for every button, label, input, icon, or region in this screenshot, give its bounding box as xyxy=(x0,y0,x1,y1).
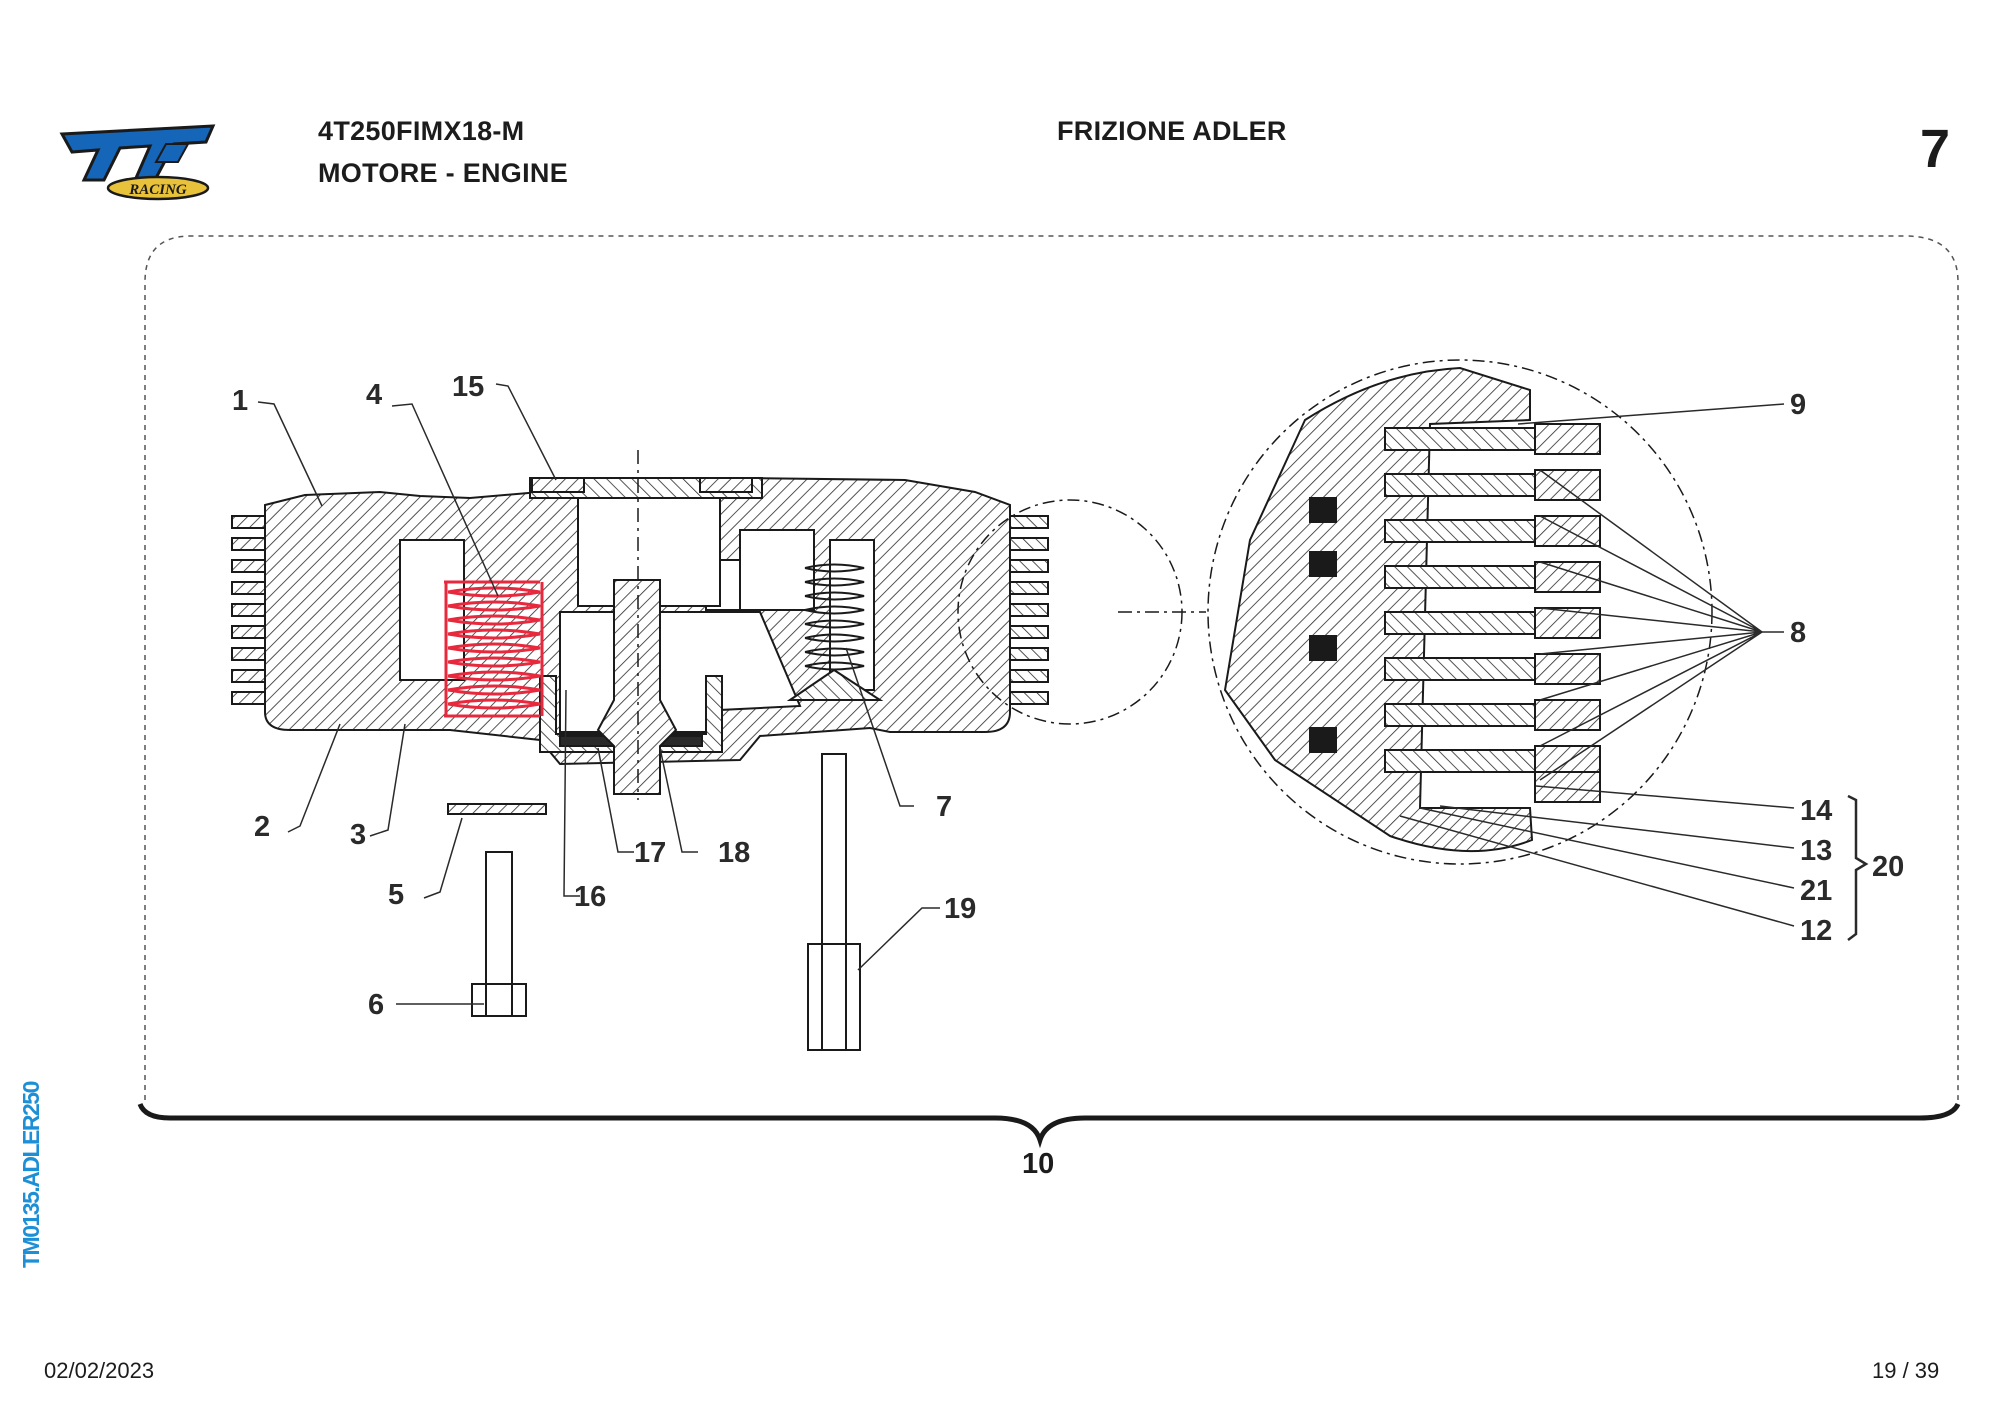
callout-1: 1 xyxy=(232,385,248,417)
highlighted-spring xyxy=(444,580,544,718)
detail-magnified-view xyxy=(957,359,1713,865)
tm-racing-logo: RACING xyxy=(59,124,216,201)
washer-5 xyxy=(447,803,547,815)
group-brace xyxy=(137,1102,1961,1149)
logo-tagline: RACING xyxy=(128,182,187,198)
callout-20: 20 xyxy=(1872,851,1904,883)
section-subtitle: MOTORE - ENGINE xyxy=(318,158,569,188)
callout-9: 9 xyxy=(1790,389,1806,421)
pushrod-19 xyxy=(807,753,861,1051)
footer-date: 02/02/2023 xyxy=(44,1358,155,1383)
callout-6: 6 xyxy=(368,989,384,1021)
clutch-cross-section xyxy=(231,450,1049,800)
callout-4: 4 xyxy=(366,379,382,411)
callout-13: 13 xyxy=(1800,835,1832,867)
callout-8: 8 xyxy=(1790,617,1806,649)
callout-14: 14 xyxy=(1800,795,1832,827)
page-title: FRIZIONE ADLER xyxy=(1057,116,1287,146)
document-code: TM0135.ADLER250 xyxy=(18,1082,44,1268)
tm-logo-mark xyxy=(59,124,216,201)
callout-12: 12 xyxy=(1800,915,1832,947)
callout-16: 16 xyxy=(574,881,606,913)
callout-numbers: 1 2 3 4 5 6 7 8 9 12 13 14 15 16 17 18 1… xyxy=(232,371,1904,1021)
leader-lines xyxy=(257,383,1869,1005)
callout-10: 10 xyxy=(1022,1148,1055,1180)
section-number: 7 xyxy=(1920,119,1951,179)
callout-21: 21 xyxy=(1800,875,1832,907)
callout-7: 7 xyxy=(936,791,952,823)
spring-7 xyxy=(786,563,884,701)
cap-15 xyxy=(531,477,585,493)
callout-2: 2 xyxy=(254,811,270,843)
bolt-6 xyxy=(471,851,527,1017)
callout-5: 5 xyxy=(388,879,404,911)
callout-18: 18 xyxy=(718,837,750,869)
page-number: 19 / 39 xyxy=(1872,1358,1940,1383)
push-rod xyxy=(596,579,678,795)
callout-15: 15 xyxy=(452,371,484,403)
model-code: 4T250FIMX18-M xyxy=(318,116,525,146)
callout-3: 3 xyxy=(350,819,366,851)
callout-19: 19 xyxy=(944,893,976,925)
callout-17: 17 xyxy=(634,837,666,869)
